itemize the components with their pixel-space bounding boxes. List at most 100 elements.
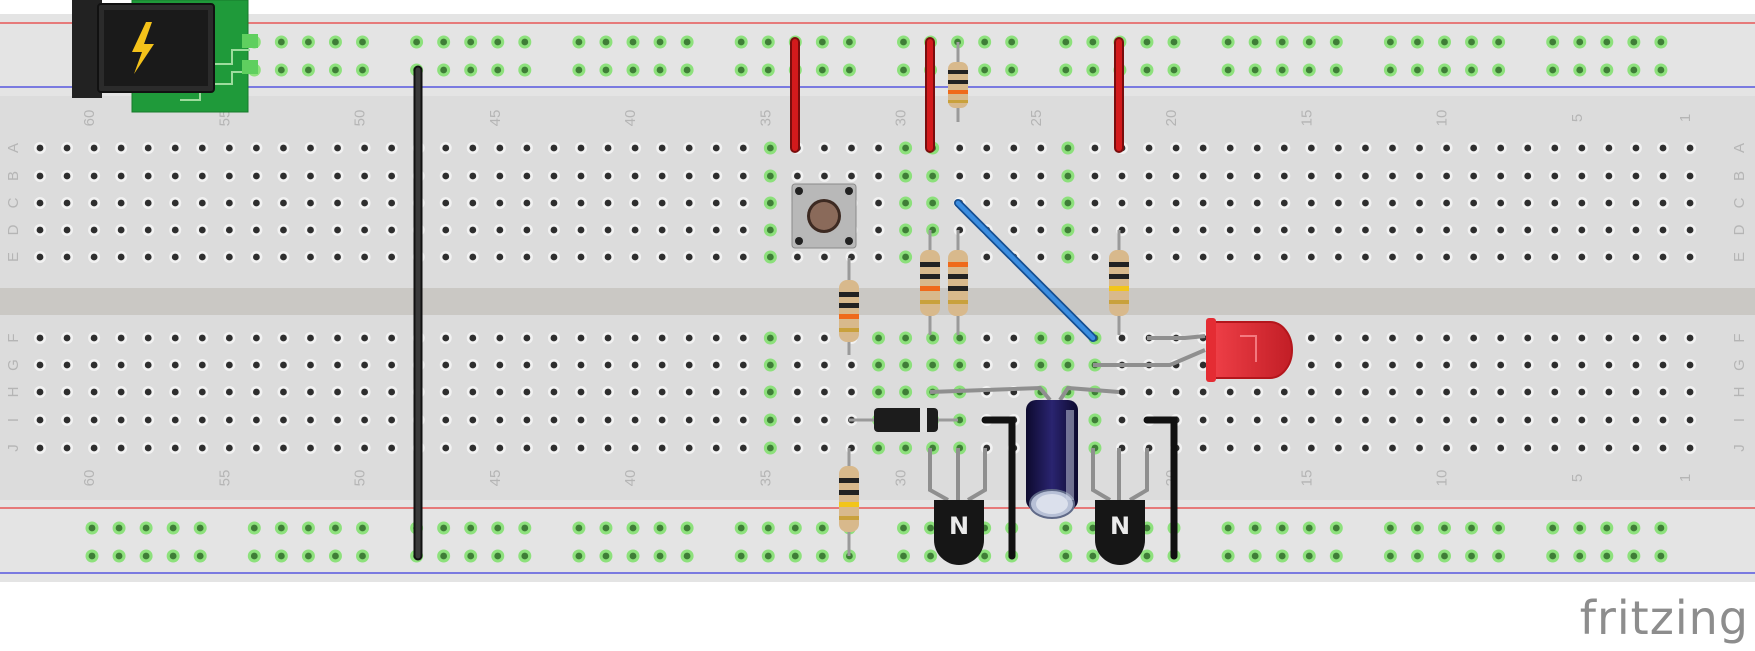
- terminal-hole[interactable]: [1524, 172, 1532, 180]
- terminal-hole[interactable]: [334, 172, 341, 180]
- resistor-mid-a[interactable]: [920, 230, 940, 335]
- terminal-hole[interactable]: [1551, 144, 1559, 152]
- terminal-hole[interactable]: [1470, 253, 1478, 261]
- terminal-hole[interactable]: [198, 361, 206, 369]
- terminal-hole[interactable]: [1470, 388, 1478, 396]
- terminal-hole[interactable]: [685, 361, 693, 369]
- terminal-hole[interactable]: [1416, 199, 1423, 207]
- terminal-hole[interactable]: [1551, 226, 1559, 234]
- terminal-hole[interactable]: [1199, 253, 1207, 261]
- rail-hole[interactable]: [656, 552, 664, 560]
- terminal-hole[interactable]: [90, 444, 98, 452]
- terminal-hole[interactable]: [1605, 334, 1613, 342]
- terminal-hole[interactable]: [1172, 388, 1180, 396]
- terminal-hole[interactable]: [253, 388, 260, 396]
- rail-hole[interactable]: [1305, 552, 1313, 560]
- terminal-hole[interactable]: [956, 172, 964, 180]
- terminal-hole[interactable]: [550, 334, 558, 342]
- terminal-hole[interactable]: [171, 361, 179, 369]
- rail-hole[interactable]: [629, 38, 637, 46]
- rail-hole[interactable]: [629, 552, 637, 560]
- rail-hole[interactable]: [305, 66, 312, 74]
- terminal-hole[interactable]: [658, 172, 666, 180]
- rail-hole[interactable]: [1603, 524, 1611, 532]
- terminal-hole[interactable]: [1551, 444, 1559, 452]
- terminal-hole[interactable]: [1524, 361, 1532, 369]
- terminal-hole[interactable]: [1578, 416, 1586, 424]
- terminal-hole[interactable]: [1524, 334, 1532, 342]
- terminal-hole[interactable]: [631, 388, 639, 396]
- terminal-hole[interactable]: [1389, 388, 1396, 396]
- terminal-hole[interactable]: [1470, 144, 1478, 152]
- rail-hole[interactable]: [1441, 66, 1448, 74]
- rail-hole[interactable]: [1576, 38, 1584, 46]
- terminal-hole[interactable]: [1686, 416, 1694, 424]
- terminal-hole[interactable]: [685, 172, 693, 180]
- terminal-hole[interactable]: [253, 172, 260, 180]
- terminal-hole[interactable]: [1362, 199, 1369, 207]
- terminal-hole[interactable]: [144, 444, 152, 452]
- terminal-hole[interactable]: [280, 361, 287, 369]
- terminal-hole[interactable]: [794, 416, 801, 424]
- terminal-hole[interactable]: [1307, 144, 1315, 152]
- terminal-hole[interactable]: [766, 226, 774, 234]
- terminal-hole[interactable]: [902, 334, 909, 342]
- rail-hole[interactable]: [413, 38, 420, 46]
- rail-hole[interactable]: [1495, 524, 1502, 532]
- terminal-hole[interactable]: [1307, 253, 1315, 261]
- terminal-hole[interactable]: [1010, 144, 1018, 152]
- terminal-hole[interactable]: [496, 199, 504, 207]
- terminal-hole[interactable]: [1551, 253, 1559, 261]
- terminal-hole[interactable]: [280, 199, 287, 207]
- terminal-hole[interactable]: [1280, 444, 1288, 452]
- terminal-hole[interactable]: [225, 416, 233, 424]
- terminal-hole[interactable]: [1497, 253, 1505, 261]
- terminal-hole[interactable]: [469, 199, 477, 207]
- terminal-hole[interactable]: [1091, 253, 1099, 261]
- terminal-hole[interactable]: [1307, 361, 1315, 369]
- terminal-hole[interactable]: [117, 416, 125, 424]
- terminal-hole[interactable]: [307, 199, 314, 207]
- terminal-hole[interactable]: [821, 361, 828, 369]
- terminal-hole[interactable]: [1118, 199, 1126, 207]
- terminal-hole[interactable]: [712, 226, 720, 234]
- terminal-hole[interactable]: [117, 226, 125, 234]
- terminal-hole[interactable]: [523, 199, 531, 207]
- terminal-hole[interactable]: [388, 199, 396, 207]
- rail-hole[interactable]: [1549, 552, 1557, 560]
- rail-hole[interactable]: [332, 524, 339, 532]
- terminal-hole[interactable]: [1524, 444, 1532, 452]
- terminal-hole[interactable]: [117, 172, 125, 180]
- terminal-hole[interactable]: [685, 444, 693, 452]
- rail-hole[interactable]: [467, 38, 475, 46]
- terminal-hole[interactable]: [253, 416, 260, 424]
- terminal-hole[interactable]: [577, 199, 585, 207]
- terminal-hole[interactable]: [766, 388, 774, 396]
- terminal-hole[interactable]: [36, 199, 44, 207]
- terminal-hole[interactable]: [631, 361, 639, 369]
- rail-hole[interactable]: [1657, 524, 1665, 532]
- terminal-hole[interactable]: [253, 226, 260, 234]
- terminal-hole[interactable]: [1605, 253, 1613, 261]
- terminal-hole[interactable]: [280, 388, 287, 396]
- terminal-hole[interactable]: [1091, 226, 1099, 234]
- terminal-hole[interactable]: [631, 416, 639, 424]
- terminal-hole[interactable]: [117, 334, 125, 342]
- terminal-hole[interactable]: [225, 334, 233, 342]
- terminal-hole[interactable]: [821, 416, 828, 424]
- terminal-hole[interactable]: [1686, 199, 1694, 207]
- terminal-hole[interactable]: [1307, 199, 1315, 207]
- rail-hole[interactable]: [737, 552, 745, 560]
- wire-black-left[interactable]: [981, 416, 1016, 560]
- terminal-hole[interactable]: [171, 334, 179, 342]
- rail-hole[interactable]: [602, 524, 610, 532]
- terminal-hole[interactable]: [848, 388, 855, 396]
- terminal-hole[interactable]: [1307, 172, 1315, 180]
- terminal-hole[interactable]: [1199, 144, 1207, 152]
- terminal-hole[interactable]: [171, 388, 179, 396]
- terminal-hole[interactable]: [1578, 361, 1586, 369]
- terminal-hole[interactable]: [1226, 253, 1234, 261]
- rail-hole[interactable]: [1657, 66, 1665, 74]
- terminal-hole[interactable]: [604, 199, 612, 207]
- terminal-hole[interactable]: [1605, 144, 1613, 152]
